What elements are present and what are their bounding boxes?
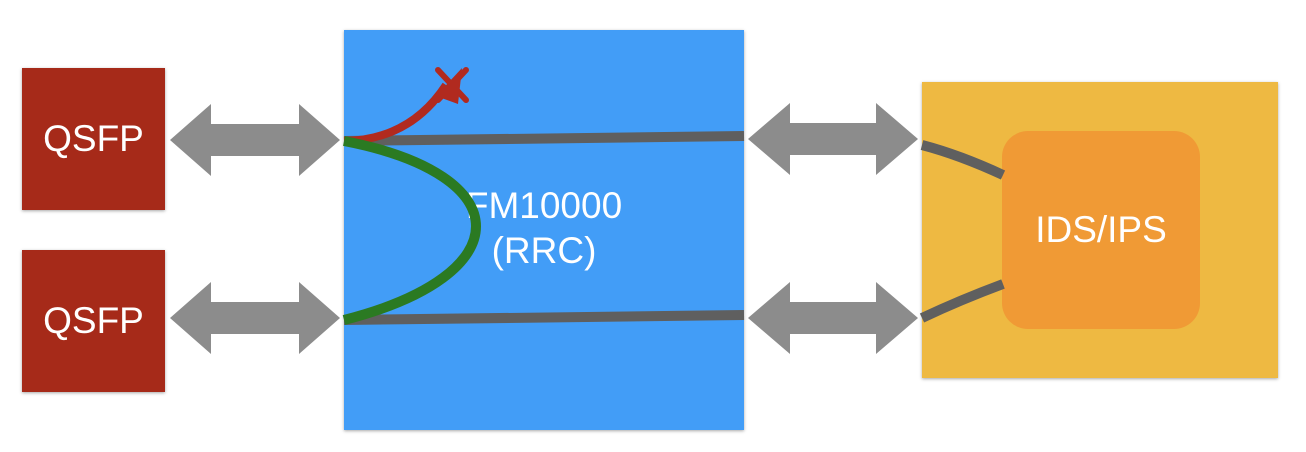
qsfp-bottom-label: QSFP (43, 300, 144, 341)
double-arrow-icon (748, 282, 918, 354)
ids-ips-box: IDS/IPS (1002, 131, 1200, 329)
double-arrow-icon (748, 103, 918, 175)
qsfp-port-bottom: QSFP (22, 250, 165, 392)
qsfp-top-label: QSFP (43, 118, 144, 159)
double-arrow-icon (170, 104, 340, 176)
ids-ips-label: IDS/IPS (1035, 209, 1167, 250)
qsfp-port-top: QSFP (22, 68, 165, 210)
switch-subtitle: (RRC) (491, 230, 597, 271)
switch-name: FM10000 (465, 185, 623, 226)
double-arrow-icon (170, 282, 340, 354)
switch-label: FM10000 (RRC) (344, 183, 744, 273)
